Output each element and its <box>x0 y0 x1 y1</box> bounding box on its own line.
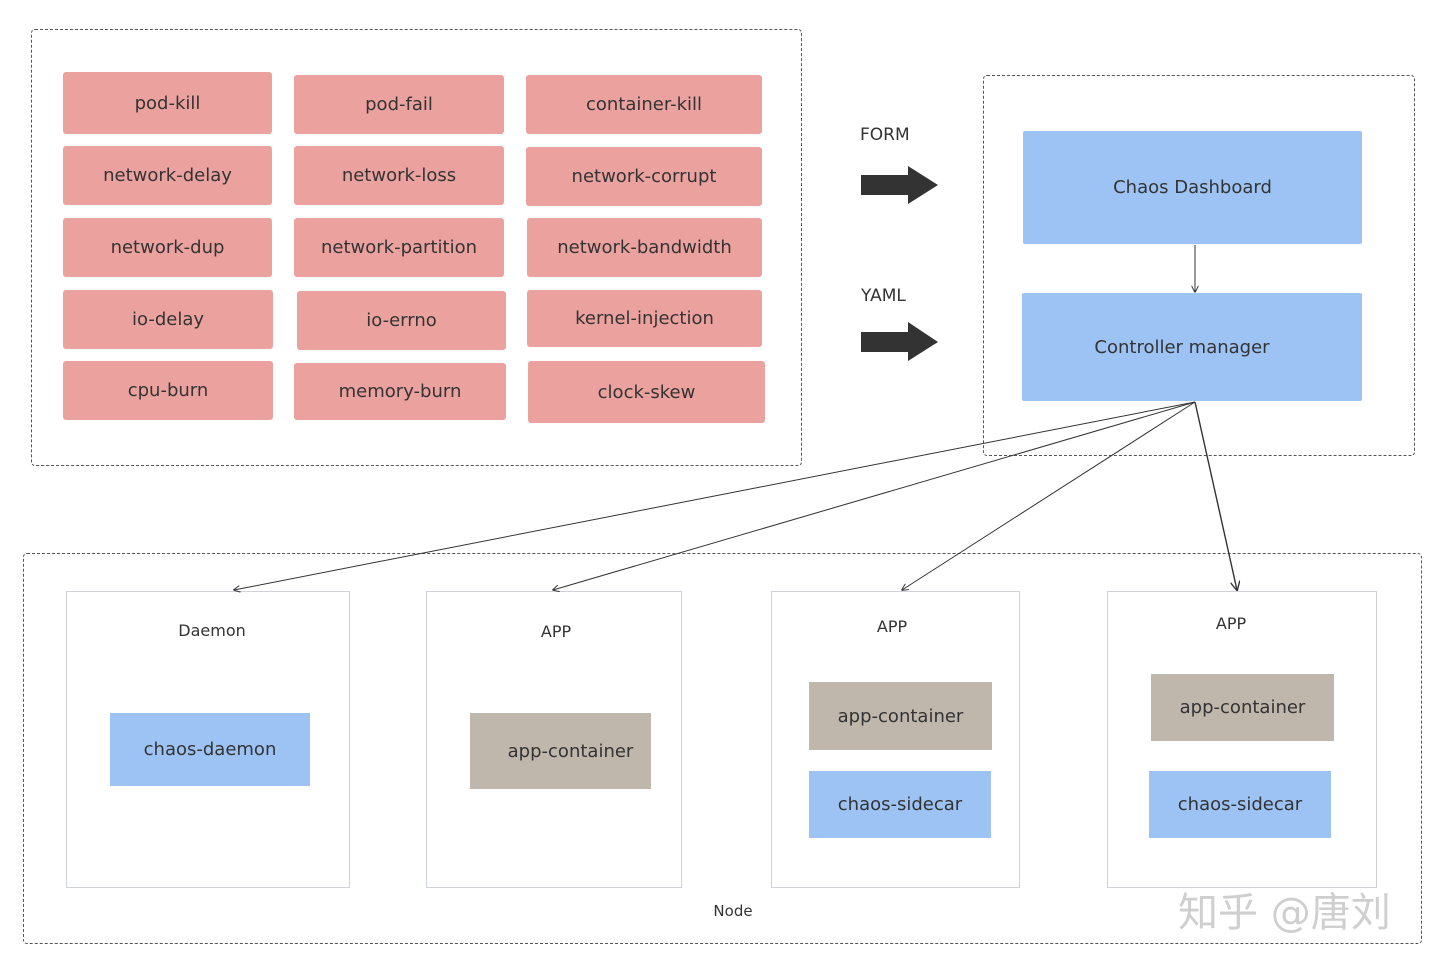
chaos-type-box: network-delay <box>63 146 272 205</box>
chaos-type-box: cpu-burn <box>63 361 273 420</box>
chaos-type-box: io-errno <box>297 291 506 350</box>
chaos-sidecar-box: chaos-sidecar <box>1149 771 1331 838</box>
controller-manager-box: Controller manager <box>1022 293 1362 401</box>
chaos-type-box: container-kill <box>526 75 762 134</box>
chaos-type-box: memory-burn <box>294 363 506 420</box>
chaos-daemon-box: chaos-daemon <box>110 713 310 786</box>
chaos-type-box: io-delay <box>63 290 273 349</box>
chaos-dashboard-box: Chaos Dashboard <box>1023 131 1362 244</box>
app-panel-title: APP <box>1215 614 1247 633</box>
watermark: 知乎 @唐刘 <box>1178 890 1391 936</box>
chaos-type-box: network-dup <box>63 218 272 277</box>
chaos-type-box: network-bandwidth <box>527 218 762 277</box>
chaos-type-box: network-loss <box>294 146 504 205</box>
form-arrow-icon <box>861 166 938 204</box>
app-panel-title: APP <box>876 617 908 636</box>
chaos-type-box: network-partition <box>294 218 504 277</box>
daemon-panel-title: Daemon <box>178 621 246 640</box>
app-panel-title: APP <box>540 622 572 641</box>
chaos-type-box: pod-fail <box>294 75 504 134</box>
yaml-arrow-icon <box>861 322 938 361</box>
chaos-sidecar-box: chaos-sidecar <box>809 771 991 838</box>
app-container-box: app-container <box>470 713 651 789</box>
chaos-type-box: kernel-injection <box>527 290 762 347</box>
yaml-label: YAML <box>861 286 906 306</box>
chaos-type-box: network-corrupt <box>526 147 762 206</box>
app-container-box: app-container <box>1151 674 1334 741</box>
form-label: FORM <box>860 125 910 145</box>
node-label: Node <box>713 902 753 920</box>
chaos-type-box: pod-kill <box>63 72 272 134</box>
chaos-type-box: clock-skew <box>528 361 765 423</box>
app-container-box: app-container <box>809 682 992 750</box>
